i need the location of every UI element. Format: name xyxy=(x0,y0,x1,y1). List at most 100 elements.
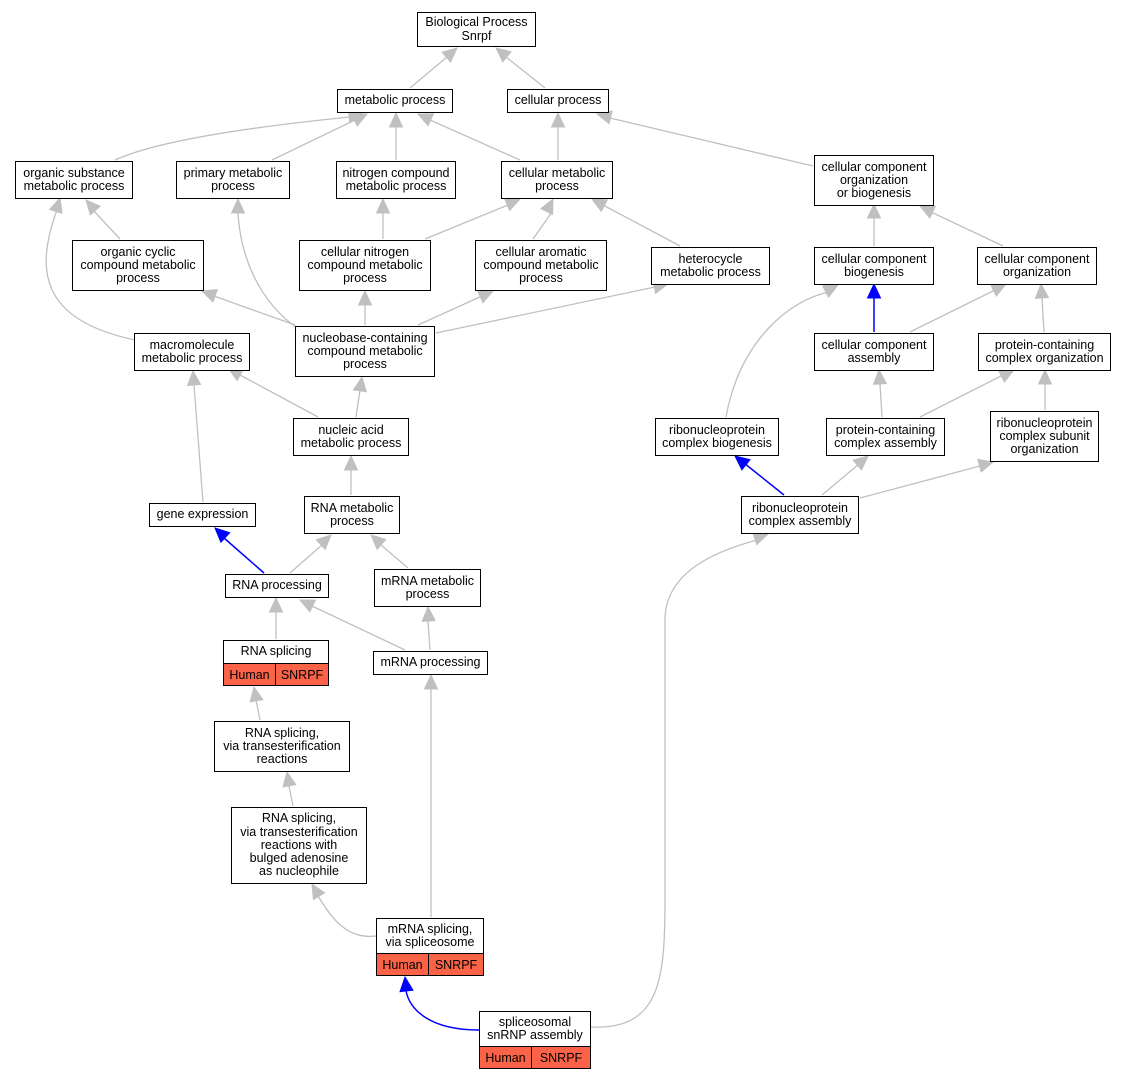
node-rna-processing[interactable]: RNA processing xyxy=(225,574,329,598)
edge-arrowhead xyxy=(866,282,882,299)
node-label: nucleobase-containing compound metabolic… xyxy=(302,330,428,372)
node-ribonucleoprotein-complex-assembly[interactable]: ribonucleoprotein complex assembly xyxy=(741,496,859,534)
node-macromolecule-metabolic-process[interactable]: macromolecule metabolic process xyxy=(134,333,250,371)
edge-arrowhead xyxy=(315,534,332,551)
edge-arrowhead xyxy=(268,596,284,613)
edge-arrowhead xyxy=(989,283,1008,297)
edge-line xyxy=(879,383,883,418)
edge-rnp-assembly-to-rnp-subunit xyxy=(859,458,995,499)
node-label: ribonucleoprotein complex assembly xyxy=(748,500,852,528)
node-label: organic substance metabolic process xyxy=(23,165,125,193)
node-label: RNA metabolic process xyxy=(310,500,394,528)
edge-arrowhead xyxy=(298,599,317,613)
edge-line xyxy=(409,56,448,89)
node-mrna-processing[interactable]: mRNA processing xyxy=(373,651,488,675)
node-rna-splicing-bulged-adenosine-as-nucleophile[interactable]: RNA splicing, via transesterification re… xyxy=(231,807,367,884)
node-cellular-component-organization[interactable]: cellular component organization xyxy=(977,247,1097,285)
edge-arrowhead xyxy=(370,534,387,551)
edge-arrowhead xyxy=(230,197,246,214)
node-mrna-metabolic-process[interactable]: mRNA metabolic process xyxy=(374,569,481,607)
node-rna-metabolic-process[interactable]: RNA metabolic process xyxy=(304,496,400,534)
node-cellular-component-assembly[interactable]: cellular component assembly xyxy=(814,333,934,371)
edge-cc-biogenesis-to-ccob xyxy=(866,202,882,246)
edge-mrna-splicing-to-bulged xyxy=(311,882,377,938)
node-label: ribonucleoprotein complex subunit organi… xyxy=(996,415,1093,457)
node-rna-splicing-via-transesterification-reactions[interactable]: RNA splicing, via transesterification re… xyxy=(214,721,350,772)
node-cellular-component-organization-or-biogenesis[interactable]: cellular component organization or bioge… xyxy=(814,155,934,206)
node-heterocycle-metabolic-process[interactable]: heterocycle metabolic process xyxy=(651,247,770,285)
edge-line xyxy=(427,620,431,651)
edge-line xyxy=(532,211,553,240)
node-label: Biological Process Snrpf xyxy=(425,15,528,43)
edge-line xyxy=(255,699,261,721)
edge-arrowhead xyxy=(751,531,770,546)
node-ribonucleoprotein-complex-biogenesis[interactable]: ribonucleoprotein complex biogenesis xyxy=(655,418,779,456)
node-ribonucleoprotein-complex-subunit-organization[interactable]: ribonucleoprotein complex subunit organi… xyxy=(990,411,1099,462)
edge-line xyxy=(821,463,860,496)
edge-arrowhead xyxy=(352,375,368,393)
edge-line xyxy=(239,374,319,418)
node-label: cellular component assembly xyxy=(821,337,927,365)
node-protein-containing-complex-assembly[interactable]: protein-containing complex assembly xyxy=(826,418,945,456)
edge-line xyxy=(45,209,136,341)
edge-arrowhead xyxy=(399,975,414,993)
edge-arrowhead xyxy=(200,289,219,303)
node-nucleobase-containing-compound-metabolic-process[interactable]: nucleobase-containing compound metabolic… xyxy=(295,326,435,377)
edge-arrowhead xyxy=(852,455,869,471)
edge-arrowhead xyxy=(186,369,202,387)
node-cellular-nitrogen-compound-metabolic-process[interactable]: cellular nitrogen compound metabolic pro… xyxy=(299,240,431,291)
edge-line xyxy=(405,990,480,1031)
edge-line xyxy=(355,389,361,418)
edge-rna-splicing-to-rna-processing xyxy=(268,596,284,639)
edge-arrowhead xyxy=(85,199,102,216)
node-gene-expression[interactable]: gene expression xyxy=(149,503,256,527)
node-cellular-process[interactable]: cellular process xyxy=(507,89,609,113)
node-primary-metabolic-process[interactable]: primary metabolic process xyxy=(176,161,290,199)
edge-line xyxy=(590,539,758,1028)
edge-nucleic-acid-to-nucleobase xyxy=(352,375,368,418)
node-organic-substance-metabolic-process[interactable]: organic substance metabolic process xyxy=(15,161,133,199)
edge-arrowhead xyxy=(388,111,404,128)
edge-line xyxy=(114,116,351,161)
node-cellular-component-biogenesis[interactable]: cellular component biogenesis xyxy=(814,247,934,285)
edge-line xyxy=(424,204,509,240)
node-organic-cyclic-compound-metabolic-process[interactable]: organic cyclic compound metabolic proces… xyxy=(72,240,204,291)
edge-nitrogen-to-metabolic xyxy=(388,111,404,160)
node-nucleic-acid-metabolic-process[interactable]: nucleic acid metabolic process xyxy=(293,418,409,456)
edge-mrna-processing-to-mrna-metabolic xyxy=(421,605,436,651)
node-label: spliceosomal snRNP assembly xyxy=(487,1014,583,1042)
edge-line xyxy=(223,537,265,574)
node-label: cellular aromatic compound metabolic pro… xyxy=(483,244,599,286)
edge-arrowhead xyxy=(423,673,439,690)
edge-line xyxy=(417,295,483,326)
edge-arrowhead xyxy=(977,458,995,473)
edge-arrowhead xyxy=(503,197,522,212)
node-metabolic-process[interactable]: metabolic process xyxy=(337,89,453,113)
edge-line xyxy=(271,119,356,161)
node-protein-containing-complex-organization[interactable]: protein-containing complex organization xyxy=(978,333,1111,371)
edge-cell-aromatic-to-cell-metabolic xyxy=(532,197,554,240)
node-cellular-metabolic-process[interactable]: cellular metabolic process xyxy=(501,161,613,199)
edge-arrowhead xyxy=(997,369,1016,383)
edge-line xyxy=(602,204,681,247)
edge-line xyxy=(930,211,1004,247)
edge-ccob-to-cellular xyxy=(595,110,814,167)
node-label: cellular nitrogen compound metabolic pro… xyxy=(307,244,423,286)
node-nitrogen-compound-metabolic-process[interactable]: nitrogen compound metabolic process xyxy=(336,161,456,199)
edge-nucleobase-to-organic-cyclic xyxy=(200,289,296,326)
node-label: RNA splicing xyxy=(240,644,312,659)
node-label: nucleic acid metabolic process xyxy=(300,422,402,450)
edge-cell-nitrogen-to-nitrogen xyxy=(375,197,391,239)
edge-arrowhead xyxy=(821,284,840,299)
node-cellular-aromatic-compound-metabolic-process[interactable]: cellular aromatic compound metabolic pro… xyxy=(475,240,607,291)
node-label: RNA splicing, via transesterification re… xyxy=(240,811,358,879)
node-biological-process[interactable]: Biological Process Snrpf xyxy=(417,12,536,47)
edge-line xyxy=(213,295,296,326)
edge-arrowhead xyxy=(48,196,63,215)
node-label: RNA splicing, via transesterification re… xyxy=(223,725,341,767)
edge-line xyxy=(505,56,546,89)
